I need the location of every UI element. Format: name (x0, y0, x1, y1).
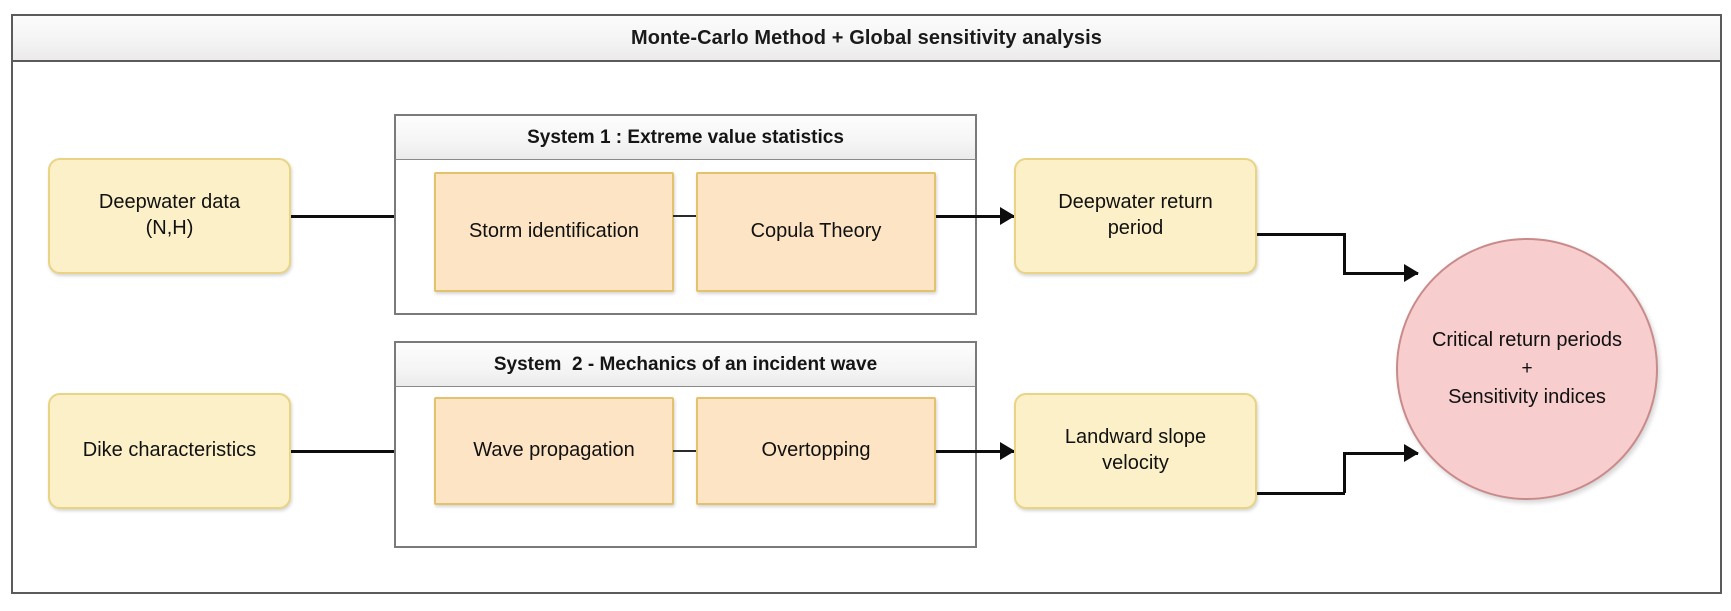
connector-storm-to-copula (673, 215, 697, 217)
node-storm-identification-label: Storm identification (468, 220, 640, 243)
node-deepwater-data[interactable]: Deepwater data (N,H) (48, 158, 291, 274)
result-line-1: Critical return periods (1431, 329, 1623, 352)
node-deepwater-return-period[interactable]: Deepwater return period (1014, 158, 1257, 274)
node-dike-characteristics[interactable]: Dike characteristics (48, 393, 291, 509)
arrowhead-return-period-input (1000, 207, 1015, 225)
node-landward-slope-velocity-label: Landward slope velocity (1064, 426, 1207, 474)
node-wave-propagation[interactable]: Wave propagation (434, 397, 674, 505)
connector-deepwater-to-system1 (291, 215, 437, 218)
result-line-2: Sensitivity indices (1448, 385, 1606, 408)
node-copula-theory[interactable]: Copula Theory (696, 172, 936, 292)
panel-system-1-title: System 1 : Extreme value statistics (527, 126, 844, 148)
node-copula-theory-label: Copula Theory (750, 220, 882, 243)
node-overtopping[interactable]: Overtopping (696, 397, 936, 505)
connector-slope-velocity-to-result-seg2 (1343, 452, 1346, 493)
diagram-title: Monte-Carlo Method + Global sensitivity … (11, 14, 1722, 62)
connector-system2-to-slope-velocity (936, 450, 1015, 453)
connector-slope-velocity-to-result-seg1 (1257, 492, 1345, 495)
node-wave-propagation-label: Wave propagation (473, 439, 635, 462)
arrowhead-slope-velocity-input (1000, 442, 1015, 460)
node-dike-characteristics-label: Dike characteristics (82, 439, 257, 462)
panel-system-2-header: System 2 - Mechanics of an incident wave (394, 341, 977, 387)
connector-wave-to-overtopping (673, 450, 697, 452)
connector-return-period-to-result-seg1 (1257, 233, 1345, 236)
connector-slope-velocity-to-result-seg3 (1343, 452, 1418, 455)
connector-return-period-to-result-seg3 (1343, 272, 1418, 275)
node-landward-slope-velocity[interactable]: Landward slope velocity (1014, 393, 1257, 509)
result-plus: + (1521, 358, 1533, 380)
connector-system1-to-return-period (936, 215, 1015, 218)
node-storm-identification[interactable]: Storm identification (434, 172, 674, 292)
node-overtopping-label: Overtopping (761, 439, 871, 462)
panel-system-2-title: System 2 - Mechanics of an incident wave (493, 353, 878, 375)
panel-system-1-header: System 1 : Extreme value statistics (394, 114, 977, 160)
connector-return-period-to-result-seg2 (1343, 233, 1346, 273)
arrowhead-result-top-input (1404, 264, 1419, 282)
connector-dike-to-system2 (291, 450, 437, 453)
arrowhead-result-bottom-input (1404, 444, 1419, 462)
node-deepwater-return-period-label: Deepwater return period (1058, 191, 1213, 239)
node-deepwater-data-label: Deepwater data (N,H) (98, 191, 241, 239)
node-critical-return-periods[interactable]: Critical return periods + Sensitivity in… (1396, 238, 1658, 500)
